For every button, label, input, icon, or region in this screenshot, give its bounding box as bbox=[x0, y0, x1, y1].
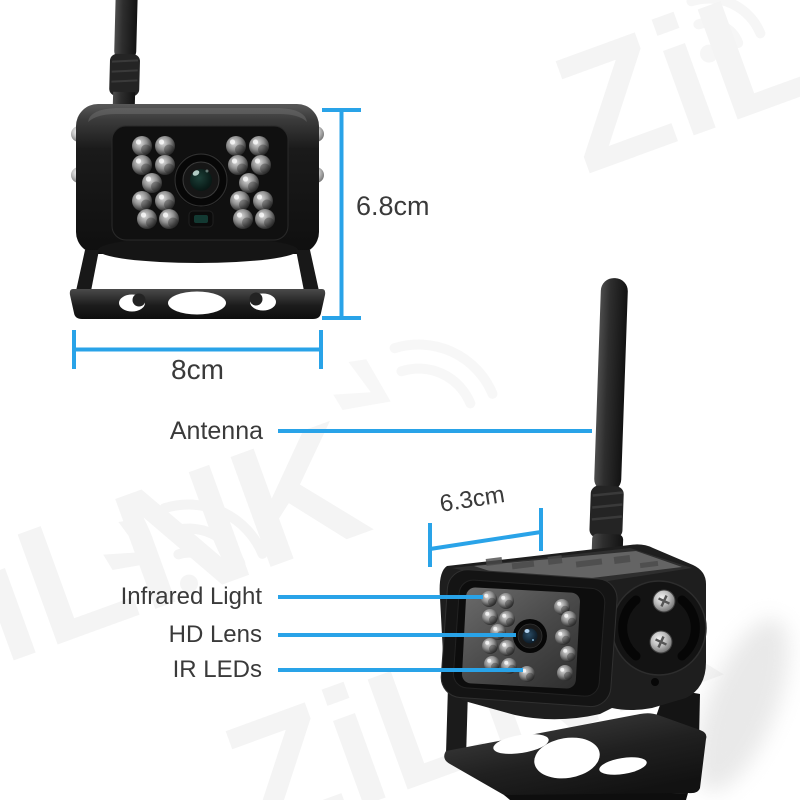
angled-camera-antenna bbox=[589, 278, 628, 565]
mount-screw bbox=[648, 629, 674, 655]
ir-led bbox=[482, 609, 498, 625]
callout-label-ir-leds: IR LEDs bbox=[172, 656, 262, 683]
height-dimension-label: 6.8cm bbox=[356, 191, 430, 221]
ir-led bbox=[239, 173, 259, 193]
ir-led bbox=[561, 611, 577, 627]
ir-led bbox=[132, 155, 152, 175]
ir-led bbox=[155, 136, 175, 156]
ir-led bbox=[230, 191, 250, 211]
mount-screw bbox=[651, 588, 677, 614]
callout-label-hd-lens: HD Lens bbox=[168, 621, 262, 648]
bracket-hole bbox=[493, 734, 549, 754]
ir-led bbox=[159, 209, 179, 229]
ir-led bbox=[560, 646, 576, 662]
angled-camera-lens bbox=[513, 619, 547, 653]
camera-shadow bbox=[695, 618, 789, 792]
angled-bracket-arm bbox=[446, 686, 468, 758]
depth-dimension-line bbox=[428, 508, 543, 567]
bracket-hole bbox=[168, 291, 226, 315]
ir-led bbox=[482, 638, 498, 654]
ir-led bbox=[555, 629, 571, 645]
angled-side-mount-plate bbox=[611, 580, 707, 686]
ir-led bbox=[137, 209, 157, 229]
width-dimension-line bbox=[72, 330, 323, 369]
callout-label-infrared-light: Infrared Light bbox=[120, 583, 262, 610]
bracket-hole bbox=[534, 737, 600, 779]
camera-front-view bbox=[69, 0, 326, 319]
callout-label-antenna: Antenna bbox=[169, 417, 263, 445]
ir-led bbox=[481, 591, 497, 607]
ir-led bbox=[557, 665, 573, 681]
watermark-wifi-icon bbox=[686, 0, 766, 63]
ir-led bbox=[233, 209, 253, 229]
ir-led bbox=[155, 155, 175, 175]
ir-led bbox=[249, 136, 269, 156]
front-camera-lens bbox=[174, 153, 228, 207]
height-dimension-line bbox=[322, 108, 361, 320]
ir-led bbox=[490, 624, 506, 640]
ir-led bbox=[499, 640, 515, 656]
angled-mounting-bracket-base bbox=[444, 713, 707, 800]
ir-led bbox=[255, 209, 275, 229]
ir-led bbox=[226, 136, 246, 156]
ir-led bbox=[228, 155, 248, 175]
watermark-wifi-icon bbox=[103, 499, 268, 593]
front-light-sensor bbox=[188, 210, 214, 228]
watermark-wifi-icon bbox=[333, 339, 498, 410]
bracket-hole bbox=[599, 757, 647, 775]
ir-led bbox=[499, 611, 515, 627]
camera-angled-view bbox=[439, 278, 707, 800]
ir-led bbox=[155, 191, 175, 211]
front-camera-antenna bbox=[109, 0, 140, 121]
ir-led bbox=[142, 173, 162, 193]
ir-led bbox=[132, 136, 152, 156]
ir-led bbox=[253, 191, 273, 211]
width-dimension-label: 8cm bbox=[171, 354, 224, 385]
ir-led bbox=[498, 593, 514, 609]
ir-led bbox=[132, 191, 152, 211]
front-mounting-bracket bbox=[69, 250, 326, 319]
ir-led bbox=[251, 155, 271, 175]
